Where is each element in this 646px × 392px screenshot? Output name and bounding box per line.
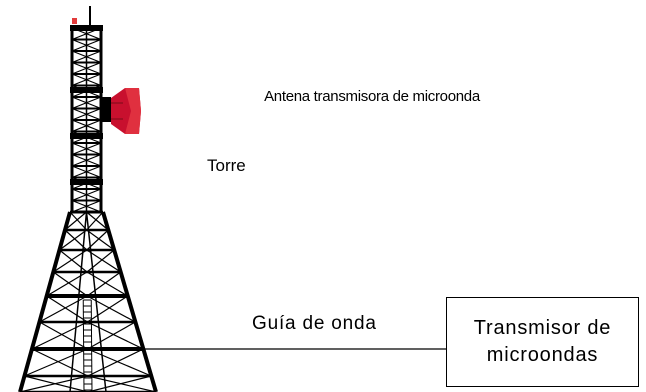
tower-lower-frame [18, 210, 158, 392]
antenna-label: Antena transmisora de microonda [264, 88, 480, 105]
tower-label: Torre [207, 156, 246, 175]
transmitter-label: Transmisor de microondas [473, 317, 612, 366]
waveguide-label: Guía de onda [252, 313, 377, 334]
tower-tip-light [72, 18, 77, 24]
tower-upper-mast [70, 25, 103, 214]
antenna-dish [101, 88, 141, 134]
transmitter-box: Transmisor de microondas [446, 297, 639, 387]
